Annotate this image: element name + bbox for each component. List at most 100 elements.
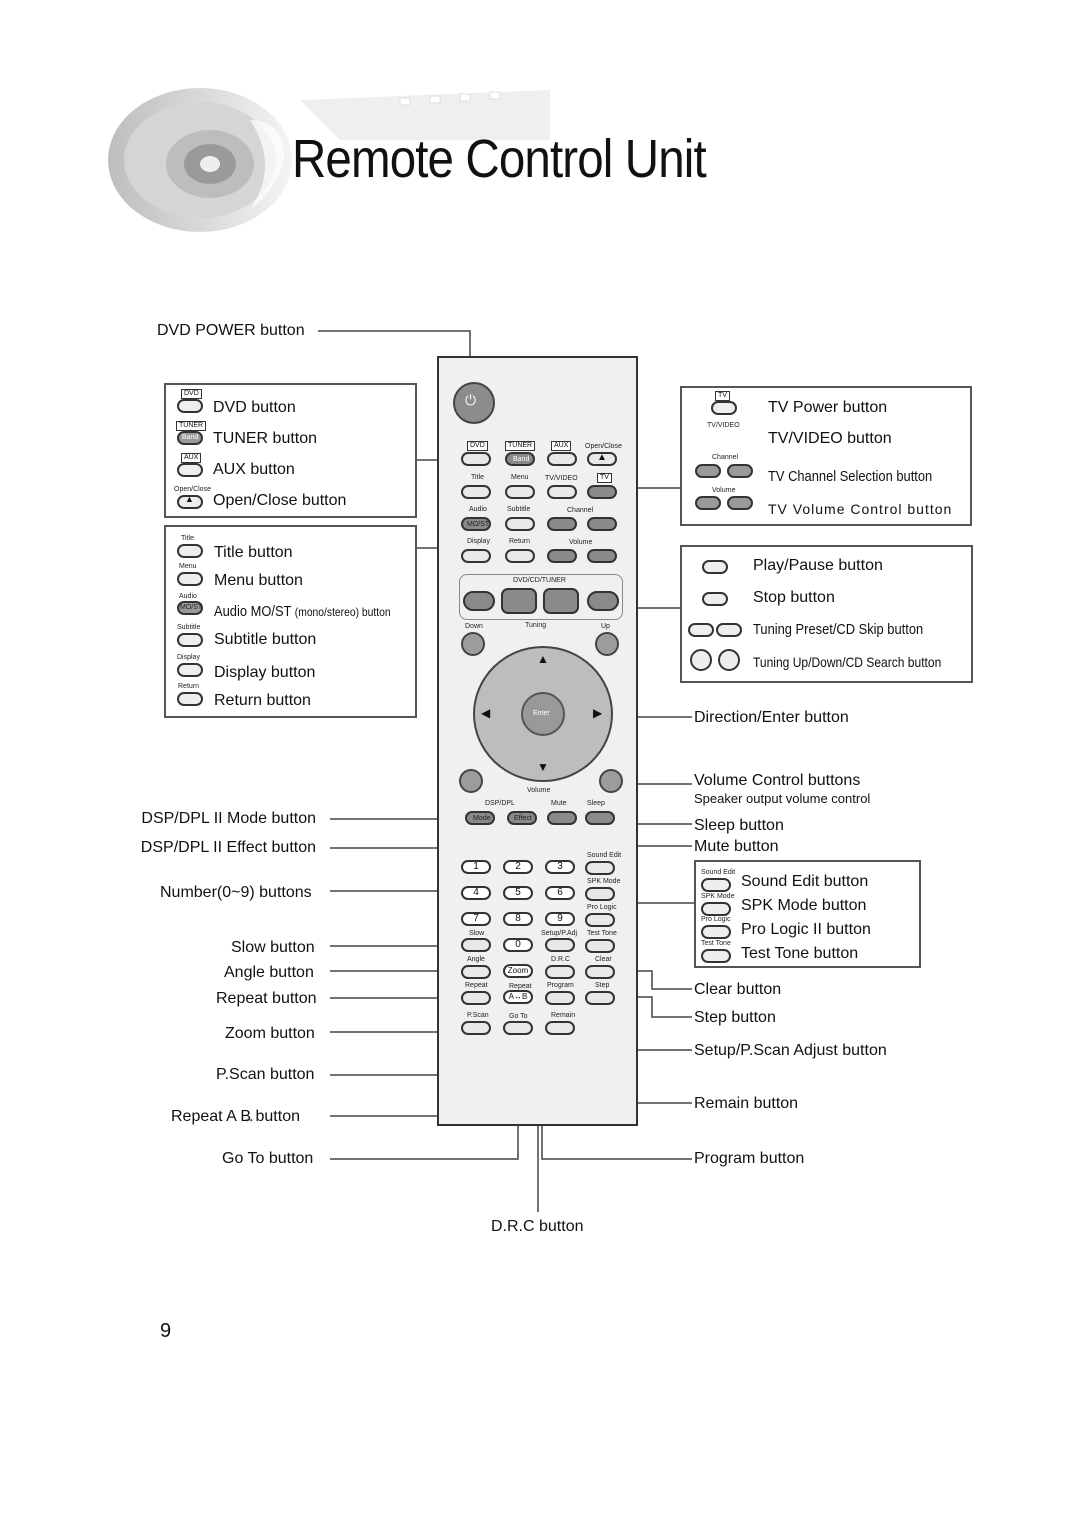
dvd-tag: DVD xyxy=(181,389,202,399)
remote-test-tone-button[interactable] xyxy=(585,939,615,953)
remote-menu-button[interactable] xyxy=(505,485,535,499)
remote-program-button[interactable] xyxy=(545,991,575,1005)
play-buttons-box: Play/Pause button Stop button Tuning Pre… xyxy=(680,545,973,683)
remote-skip-forward-button[interactable] xyxy=(587,591,619,611)
dvd-power-button[interactable]: ⏻ xyxy=(453,382,495,424)
remote-band-button[interactable]: Band xyxy=(505,452,535,466)
remote-goto-tag: Go To xyxy=(509,1013,528,1020)
remote-tvvideo-button[interactable] xyxy=(547,485,577,499)
remote-angle-button[interactable] xyxy=(461,965,491,979)
remote-direction-pad[interactable]: ▲ ▼ ◀ ▶ Enter xyxy=(473,646,613,782)
remote-number-0[interactable]: 0 xyxy=(503,938,533,952)
remote-slow-button[interactable] xyxy=(461,938,491,952)
remote-number-5[interactable]: 5 xyxy=(503,886,533,900)
remote-spk-mode-button[interactable] xyxy=(585,887,615,901)
remote-channel-tag: Channel xyxy=(567,507,594,514)
repeat-label: Repeat button xyxy=(216,990,317,1007)
remote-step-button[interactable] xyxy=(585,991,615,1005)
remote-mode-button[interactable]: Mode xyxy=(465,811,495,825)
remote-effect-tag: Effect xyxy=(514,815,532,822)
remote-most-button[interactable]: MO/ST xyxy=(461,517,491,531)
remote-stop-button[interactable] xyxy=(501,588,537,614)
remote-setup-tag: Setup/P.Adj xyxy=(541,930,578,937)
display-button-label: Display button xyxy=(214,664,316,681)
remote-title-button[interactable] xyxy=(461,485,491,499)
remote-eject-icon: ▲ xyxy=(597,452,607,463)
remote-tv-volume-down-button[interactable] xyxy=(547,549,577,563)
remote-setup-button[interactable] xyxy=(545,938,575,952)
remote-openclose-button[interactable]: ▲ xyxy=(587,452,617,466)
remote-number-6[interactable]: 6 xyxy=(545,886,575,900)
remote-repeat-button[interactable] xyxy=(461,991,491,1005)
play-pause-label: Play/Pause button xyxy=(753,557,883,574)
repeat-ab-label: Repeat A B button xyxy=(171,1108,300,1125)
remote-dvd-button[interactable] xyxy=(461,452,491,466)
remote-channel-up-button[interactable] xyxy=(587,517,617,531)
remote-control: ⏻ DVD TUNER AUX Open/Close Band ▲ Title … xyxy=(437,356,638,1126)
remote-skip-back-button[interactable] xyxy=(463,591,495,611)
remote-audio-tag: Audio xyxy=(469,506,487,513)
dsp-mode-label: DSP/DPL II Mode button xyxy=(141,810,316,827)
remote-pro-logic-button[interactable] xyxy=(585,913,615,927)
remote-up-tag: Up xyxy=(601,623,610,630)
remote-mute-tag: Mute xyxy=(551,800,567,807)
remote-mute-button[interactable] xyxy=(547,811,577,825)
remote-display-tag: Display xyxy=(467,538,490,545)
remote-number-9[interactable]: 9 xyxy=(545,912,575,926)
skip-back-icon xyxy=(688,623,714,637)
remote-clear-button[interactable] xyxy=(585,965,615,979)
remote-play-pause-button[interactable] xyxy=(543,588,579,614)
remote-number-8[interactable]: 8 xyxy=(503,912,533,926)
channel-down-icon xyxy=(695,464,721,478)
page-number: 9 xyxy=(160,1320,172,1342)
menu-tag: Menu xyxy=(179,563,197,570)
remote-remain-tag: Remain xyxy=(551,1012,576,1019)
menu-buttons-box: Title Title button Menu Menu button Audi… xyxy=(164,525,417,718)
menu-button-icon xyxy=(177,572,203,586)
remote-display-button[interactable] xyxy=(461,549,491,563)
sound-edit-icon xyxy=(701,878,731,892)
remote-volume-up-button[interactable] xyxy=(599,769,623,793)
remote-aux-button[interactable] xyxy=(547,452,577,466)
remote-tv-volume-up-button[interactable] xyxy=(587,549,617,563)
remote-sleep-tag: Sleep xyxy=(587,800,605,807)
remote-effect-button[interactable]: Effect xyxy=(507,811,537,825)
remote-repeat-ab-button[interactable]: A↔B xyxy=(503,990,533,1004)
pscan-label: P.Scan button xyxy=(216,1066,315,1083)
remote-title-tag: Title xyxy=(471,474,484,481)
remote-sleep-button[interactable] xyxy=(585,811,615,825)
remote-subtitle-button[interactable] xyxy=(505,517,535,531)
remote-sound-edit-button[interactable] xyxy=(585,861,615,875)
tvvideo-tag: TV/VIDEO xyxy=(707,422,740,429)
remote-goto-button[interactable] xyxy=(503,1021,533,1035)
remote-pscan-button[interactable] xyxy=(461,1021,491,1035)
remote-enter-button[interactable]: Enter xyxy=(521,692,565,736)
remote-number-1[interactable]: 1 xyxy=(461,860,491,874)
tuning-preset-label: Tuning Preset/CD Skip button xyxy=(753,621,924,638)
aux-button-icon xyxy=(177,463,203,477)
remote-number-3[interactable]: 3 xyxy=(545,860,575,874)
remote-remain-button[interactable] xyxy=(545,1021,575,1035)
remote-band-tag: Band xyxy=(513,456,530,463)
remote-angle-tag: Angle xyxy=(467,956,485,963)
remote-zoom-button[interactable]: Zoom xyxy=(503,964,533,978)
volume-sub-label: Speaker output volume control xyxy=(694,791,871,806)
remote-search-back-button[interactable] xyxy=(461,632,485,656)
remote-return-button[interactable] xyxy=(505,549,535,563)
remote-search-forward-button[interactable] xyxy=(595,632,619,656)
remote-volume-down-button[interactable] xyxy=(459,769,483,793)
left-arrow-icon: ◀ xyxy=(481,706,491,720)
remote-number-4[interactable]: 4 xyxy=(461,886,491,900)
sound-buttons-box: Sound Edit Sound Edit button SPK Mode SP… xyxy=(694,860,921,968)
remote-channel-down-button[interactable] xyxy=(547,517,577,531)
channel-up-icon xyxy=(727,464,753,478)
remote-drc-button[interactable] xyxy=(545,965,575,979)
program-label: Program button xyxy=(694,1150,805,1167)
open-close-button-icon xyxy=(177,495,203,509)
test-tone-tag: Test Tone xyxy=(701,940,731,947)
title-tag: Title xyxy=(181,535,194,542)
remote-number-7[interactable]: 7 xyxy=(461,912,491,926)
remote-number-2[interactable]: 2 xyxy=(503,860,533,874)
play-pause-icon xyxy=(702,560,728,574)
remote-tv-power-button[interactable] xyxy=(587,485,617,499)
